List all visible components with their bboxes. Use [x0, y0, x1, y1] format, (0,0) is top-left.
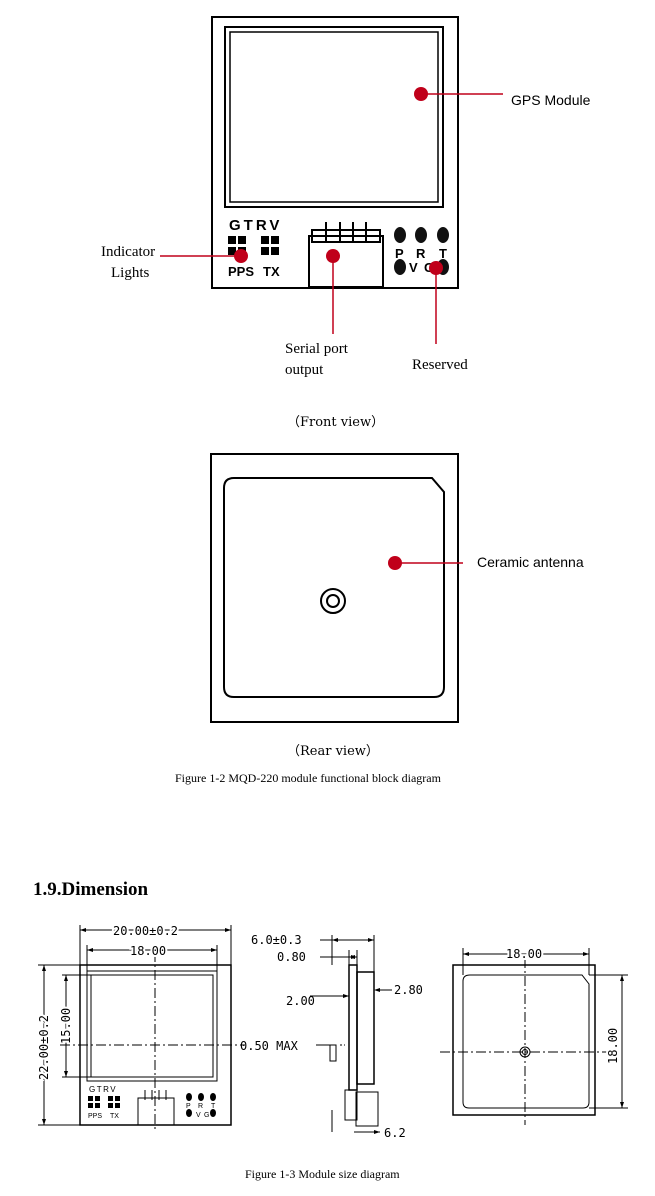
dim-side-080: 0.80 — [277, 950, 306, 964]
front-pin-p-label: P — [395, 246, 404, 261]
front-callouts — [160, 87, 503, 344]
gps-module-callout-label: GPS Module — [511, 92, 591, 108]
rear-view-caption: （Rear view） — [287, 744, 379, 759]
front-pin-v-label: V — [409, 260, 418, 275]
ceramic-antenna-callout-label: Ceramic antenna — [477, 554, 584, 570]
indicator-callout-line2: Lights — [111, 265, 149, 281]
ceramic-antenna-body — [223, 477, 445, 698]
dimension-front-small-parts — [88, 1093, 216, 1117]
rear-callouts — [388, 556, 463, 570]
front-pin-labels-top: GTRV — [229, 217, 282, 234]
dimension-rear-drawing — [440, 948, 628, 1125]
dim-side-280: 2.80 — [394, 983, 423, 997]
front-indicator-pps-label: PPS — [228, 264, 254, 279]
dim-front-height-inner: 15.00 — [59, 1008, 73, 1044]
rear-board-outline — [210, 453, 459, 723]
dimension-front-drawing — [38, 925, 245, 1130]
front-view-caption: （Front view） — [287, 415, 384, 430]
front-pin-r-label: R — [416, 246, 426, 261]
serial-callout-line2: output — [285, 362, 324, 378]
dim-front-pps-label: PPS — [88, 1113, 102, 1120]
reserved-callout-label: Reserved — [412, 357, 468, 373]
dim-front-pin-p: P — [186, 1103, 191, 1110]
dimension-side-drawing — [310, 935, 392, 1133]
rear-view — [210, 453, 459, 723]
dim-front-width-inner: 18.00 — [130, 944, 166, 958]
dim-front-pin-v: V — [196, 1112, 201, 1119]
antenna-feed-outer — [320, 588, 346, 614]
front-indicator-tx-label: TX — [263, 264, 280, 279]
antenna-feed-inner — [326, 594, 340, 608]
dim-side-total-thickness: 6.0±0.3 — [251, 933, 302, 947]
dim-front-pin-g: G — [204, 1112, 209, 1119]
dim-side-62: 6.2 — [384, 1126, 406, 1140]
figure-1-2-caption: Figure 1-2 MQD-220 module functional blo… — [175, 771, 442, 785]
figure-1-3-caption: Figure 1-3 Module size diagram — [245, 1167, 400, 1181]
section-heading: 1.9.Dimension — [33, 879, 149, 900]
serial-port-connector — [308, 222, 384, 288]
front-view — [211, 16, 459, 289]
dim-side-200: 2.00 — [286, 994, 315, 1008]
dim-rear-height: 18.00 — [606, 1028, 620, 1064]
dimension-rear-arrows — [463, 952, 624, 1108]
dim-front-pin-labels-top: GTRV — [89, 1085, 117, 1094]
indicator-callout-line1: Indicator — [101, 244, 155, 260]
dimension-side-arrows — [332, 938, 380, 1134]
dim-front-pin-t: T — [211, 1103, 216, 1110]
dim-front-height-outer: 22.00±0.2 — [37, 1015, 51, 1080]
dimension-front-arrows — [42, 928, 231, 1125]
dim-front-pin-r: R — [198, 1103, 203, 1110]
dim-side-050: 0.50 MAX — [240, 1039, 299, 1053]
serial-callout-line1: Serial port — [285, 341, 349, 357]
front-pin-t-label: T — [439, 246, 447, 261]
gps-module-shield — [224, 26, 444, 208]
dim-front-width-outer: 20.00±0.2 — [113, 924, 178, 938]
dim-rear-width: 18.00 — [506, 947, 542, 961]
dim-front-tx-label: TX — [110, 1113, 119, 1120]
gps-module-shield-inner — [229, 31, 439, 203]
